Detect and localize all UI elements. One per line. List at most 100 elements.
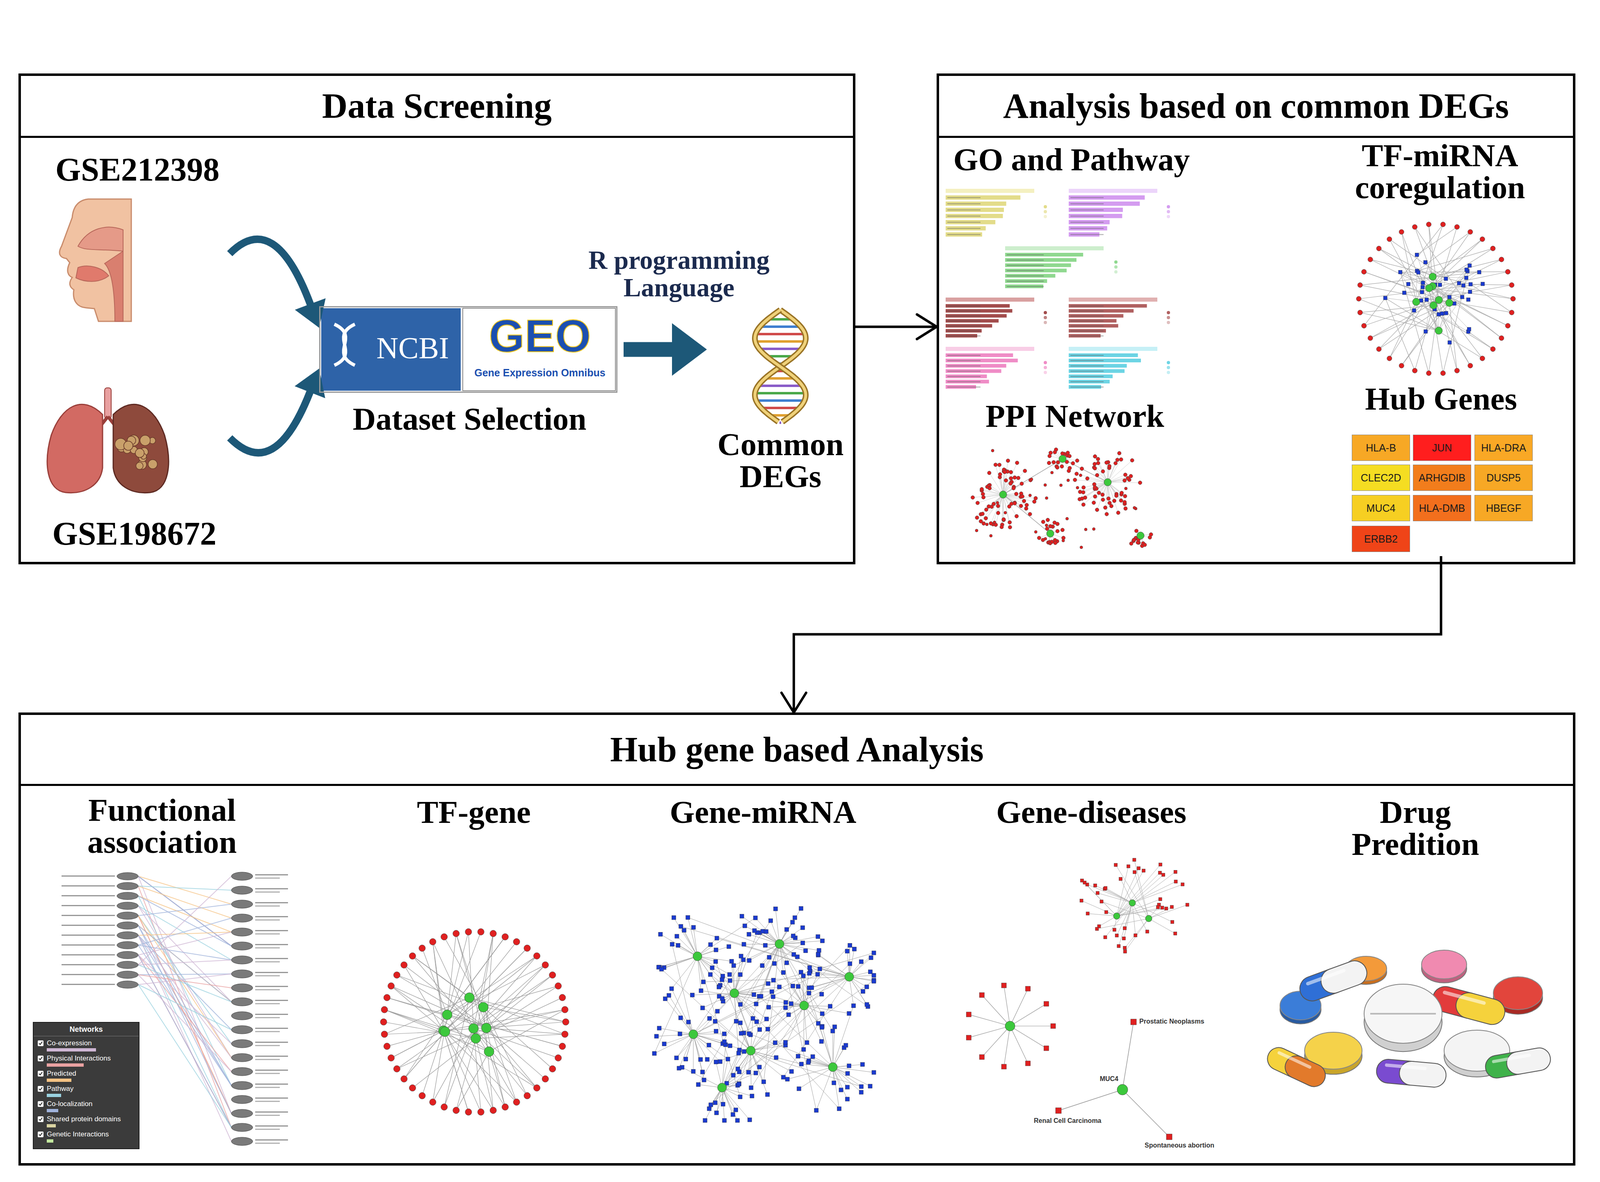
hub-gene-box: CLEC2D	[1351, 464, 1411, 491]
network-edge	[726, 1050, 751, 1083]
network-node	[1398, 270, 1403, 275]
network-edge	[1385, 297, 1417, 302]
network-node	[1106, 496, 1111, 501]
network-node	[731, 1112, 736, 1117]
chart-bar	[1005, 268, 1067, 273]
chart-bar	[945, 207, 1004, 213]
chart-legend-dot	[1043, 365, 1047, 370]
lung-illustration	[47, 387, 169, 493]
network-edge	[968, 1025, 1011, 1038]
network-node	[1012, 475, 1017, 480]
network-edge	[722, 979, 874, 1088]
network-node	[1025, 985, 1031, 991]
network-node	[796, 1086, 801, 1091]
network-node	[819, 1038, 824, 1043]
checkbox-tick	[37, 1040, 44, 1046]
network-node	[757, 1027, 762, 1032]
network-node	[484, 1046, 494, 1056]
network-node	[1398, 363, 1404, 368]
network-edge	[138, 954, 232, 1127]
chart-text-line	[947, 354, 981, 356]
node-text: HLA-DRA	[1474, 434, 1533, 461]
tiny-text-line	[255, 974, 280, 976]
network-node	[783, 1040, 788, 1045]
legend-swatch	[46, 1093, 62, 1097]
network-edge	[832, 1005, 854, 1067]
network-node	[726, 944, 732, 949]
network-node	[1005, 1020, 1015, 1031]
hub-gene-box: HLA-DMB	[1412, 494, 1472, 522]
network-node	[764, 929, 769, 934]
network-node	[996, 503, 1000, 508]
tiny-text-line	[255, 985, 288, 987]
chart-bar	[945, 374, 988, 378]
network-node	[1412, 368, 1418, 373]
tiny-text-line	[61, 944, 115, 946]
network-node	[1101, 497, 1105, 502]
network-edge	[759, 325, 801, 328]
network-edge	[444, 1028, 474, 1107]
gene-ellipse	[231, 1081, 253, 1090]
tiny-text-line	[255, 943, 288, 945]
network-node	[555, 982, 562, 989]
chart-bar	[1068, 207, 1123, 213]
network-node	[781, 1074, 786, 1079]
network-edge	[384, 1031, 446, 1034]
network-edge	[702, 992, 735, 1008]
network-edge	[1076, 473, 1108, 483]
network-edge	[1428, 288, 1469, 300]
network-node	[713, 1100, 718, 1105]
network-edge	[1432, 269, 1467, 277]
network-node	[738, 1020, 743, 1025]
tiny-text-line	[255, 1013, 288, 1015]
gene-ellipse	[231, 1039, 253, 1048]
network-edge	[483, 1006, 566, 1022]
gene-ellipse	[231, 997, 253, 1006]
network-edge	[755, 332, 806, 336]
network-edge	[774, 963, 805, 1006]
network-node	[1429, 301, 1438, 309]
network-node	[1466, 297, 1471, 302]
chart-bar	[945, 232, 983, 237]
network-edge	[992, 494, 1004, 524]
network-node	[1055, 521, 1060, 526]
network-edge	[982, 494, 1004, 514]
chart-text-line	[1070, 305, 1104, 307]
network-node	[1117, 944, 1121, 948]
node-text: TF-gene	[373, 795, 575, 828]
generated-illustrations	[61, 188, 1553, 1146]
network-node	[674, 933, 679, 938]
network-edge	[1401, 231, 1417, 302]
network-edge	[741, 976, 850, 1034]
network-edge	[741, 915, 780, 944]
network-node	[1499, 256, 1504, 262]
network-edge	[138, 931, 232, 935]
network-node	[1016, 475, 1021, 480]
chart-legend-dot	[1166, 310, 1171, 315]
node-text: GSE212398	[45, 153, 230, 186]
network-node	[691, 925, 696, 930]
network-node	[741, 941, 746, 947]
legend-swatch	[46, 1123, 56, 1127]
capsule-shine	[1442, 989, 1487, 1005]
tumour-nodule	[135, 448, 145, 458]
network-edge	[1433, 305, 1471, 366]
gene-ellipse	[116, 941, 139, 949]
network-node	[758, 993, 764, 998]
network-node	[1123, 949, 1127, 954]
tiny-text-line	[61, 953, 115, 956]
tiny-text-line	[255, 1138, 288, 1141]
network-edge	[750, 986, 799, 1051]
gene-ellipse	[231, 1108, 253, 1118]
capsule	[1263, 1043, 1329, 1090]
network-node	[1387, 236, 1392, 242]
chart-bar	[1068, 324, 1119, 328]
network-node	[1079, 898, 1084, 902]
network-node	[1181, 882, 1185, 886]
network-node	[1103, 935, 1107, 939]
network-edge	[138, 954, 232, 1072]
network-edge	[1010, 1025, 1054, 1026]
network-node	[1093, 494, 1098, 499]
chart-bar	[1068, 358, 1141, 363]
network-edge	[1101, 901, 1149, 919]
